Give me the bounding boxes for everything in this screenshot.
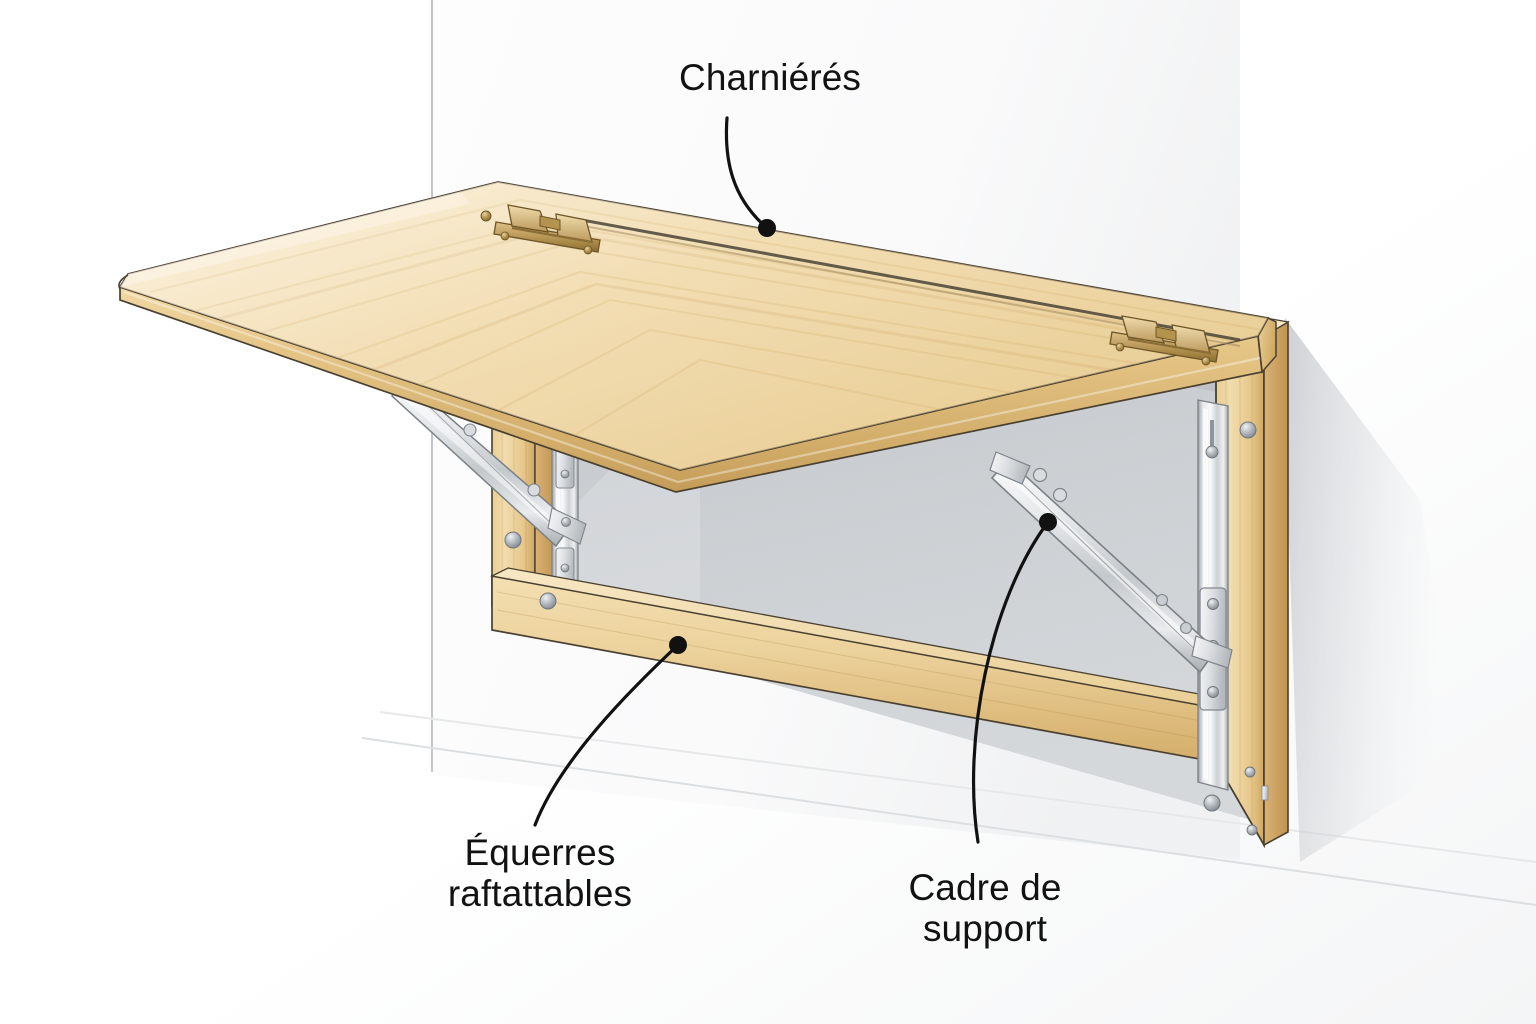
- leader-line-frame: [972, 520, 1050, 844]
- bracket-left: [391, 376, 587, 548]
- callout-dot-icon-brackets: [669, 636, 687, 654]
- label-frame: Cadre de support: [908, 867, 1062, 950]
- hinge-left: [480, 204, 601, 255]
- mounting-rail-right: [1197, 399, 1229, 791]
- floor-line: [361, 737, 1536, 906]
- leader-line-brackets: [533, 643, 680, 827]
- callout-dot-icon-frame: [1039, 513, 1057, 531]
- label-brackets: Équerres raftattables: [447, 832, 633, 915]
- callout-dots: [669, 219, 1057, 654]
- frame-drop-shadow: [1282, 318, 1460, 862]
- callout-leaders: [533, 116, 1050, 844]
- callout-dot-icon-hinges: [758, 219, 776, 237]
- floor-line-upper: [379, 711, 1536, 863]
- leader-line-hinges: [724, 116, 769, 230]
- hinge-right: [1109, 315, 1219, 366]
- label-hinges: Charniérés: [679, 57, 861, 98]
